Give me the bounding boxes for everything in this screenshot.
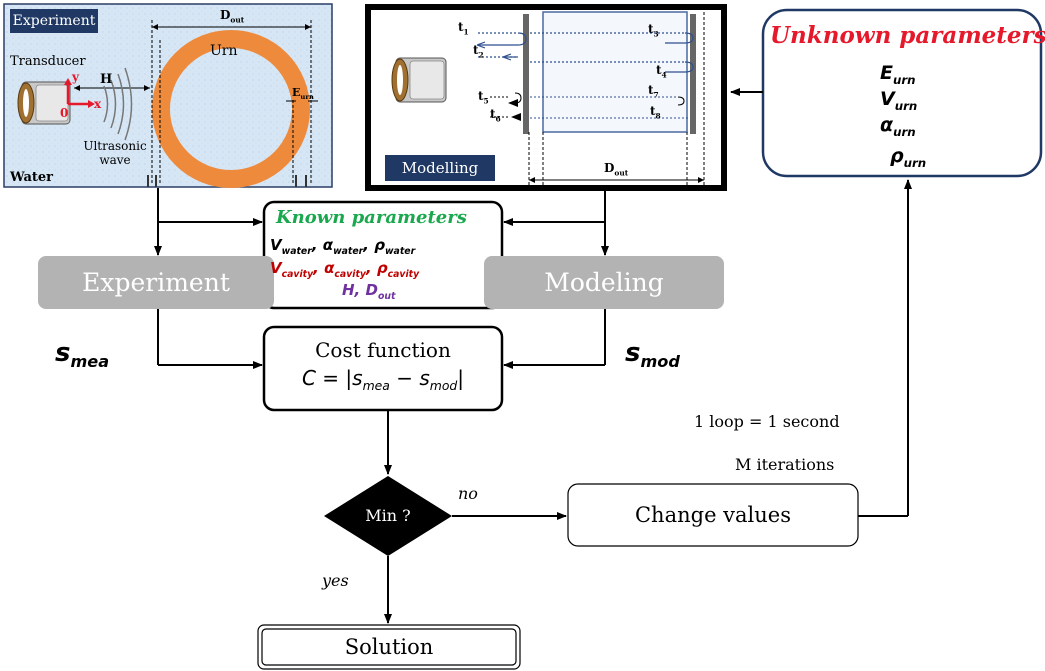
known-water-params: Vwater, αwater, ρwater: [270, 236, 416, 257]
s-mod-label: smod: [625, 338, 680, 372]
x-axis-label: x: [94, 97, 102, 111]
unknown-rho-urn: ρurn: [890, 145, 927, 170]
decision-label: Min ?: [365, 506, 411, 525]
unknown-alpha-urn: αurn: [880, 114, 916, 139]
y-axis-label: y: [72, 70, 79, 84]
t2-label: t2: [473, 43, 484, 60]
unknown-e-urn: Eurn: [880, 62, 916, 87]
change-values-label: Change values: [634, 503, 791, 527]
solution-label: Solution: [344, 635, 434, 659]
known-parameters-box: [262, 200, 504, 310]
experiment-box-shape: [38, 256, 274, 309]
unknown-parameters-title: Unknown parameters: [770, 22, 1045, 49]
loop-label: 1 loop = 1 second: [694, 412, 840, 431]
d-out-label: Dout: [220, 8, 245, 25]
cost-function-box: [262, 325, 504, 412]
known-geometry-params: H, Dout: [342, 281, 396, 302]
modeling-box-shape: [484, 256, 724, 309]
t6-label: t6: [490, 107, 501, 124]
water-label: Water: [10, 170, 54, 185]
t1-label: t1: [458, 20, 469, 37]
known-cavity-params: Vcavity, αcavity, ρcavity: [270, 259, 420, 280]
known-parameters-title: Known parameters: [276, 207, 467, 228]
urn-ring: [152, 30, 310, 188]
experiment-panel: [3, 3, 333, 188]
t3-label: t3: [648, 22, 659, 39]
iterations-label: M iterations: [735, 455, 835, 474]
modelling-badge: Modelling: [385, 155, 495, 181]
origin-label: 0: [60, 106, 69, 120]
unknown-v-urn: Vurn: [880, 88, 918, 113]
t8-label: t8: [650, 104, 661, 121]
transducer-icon: [17, 81, 71, 125]
ultrasonic-wave-icon: [103, 67, 133, 141]
cost-function-formula: C = |smea − smod|: [301, 366, 465, 393]
experiment-box: Experiment: [82, 268, 230, 297]
model-d-out-label: Dout: [604, 161, 629, 178]
no-label: no: [458, 484, 478, 503]
cost-function-title: Cost function: [315, 338, 451, 362]
t5-label: t5: [478, 89, 489, 106]
t4-label: t4: [656, 63, 667, 80]
yes-label: yes: [322, 571, 349, 590]
s-mea-label: smea: [55, 338, 110, 372]
model-transducer-icon: [391, 57, 447, 103]
experiment-badge: Experiment: [10, 9, 98, 33]
decision-diamond: [324, 476, 452, 556]
modeling-box: Modeling: [544, 268, 664, 297]
e-urn-label: Eurn: [292, 86, 314, 102]
urn-label: Urn: [210, 43, 238, 59]
h-label: H: [100, 72, 113, 87]
transducer-label: Transducer: [10, 54, 86, 69]
solution-box: [257, 624, 521, 670]
t7-label: t7: [648, 83, 659, 100]
